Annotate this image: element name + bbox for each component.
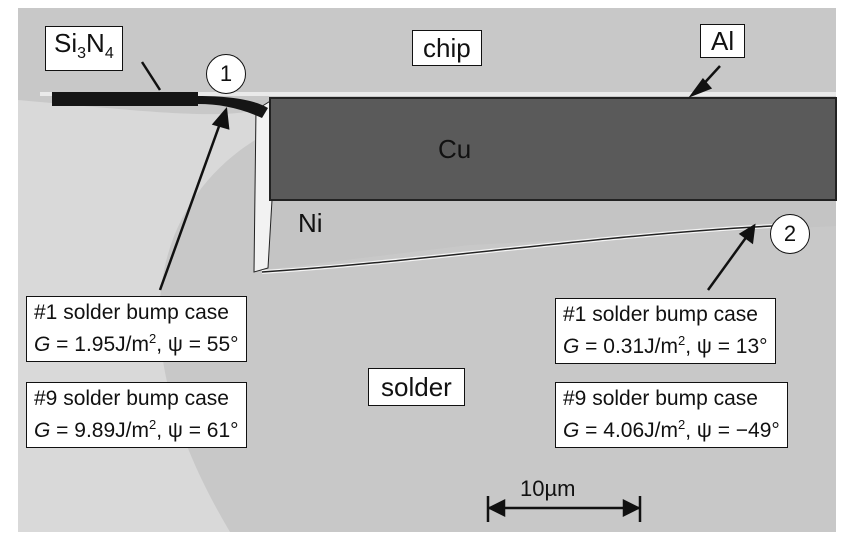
marker-1: 1 (206, 54, 246, 94)
g-symbol: G (563, 335, 580, 358)
case-title: #9 solder bump case (34, 387, 229, 410)
scale-label: 10µm (520, 476, 576, 501)
chip-label: chip (412, 30, 482, 66)
scale-right-arrowhead (622, 498, 641, 518)
si3n4-sub4: 4 (104, 45, 114, 63)
g-symbol: G (34, 333, 51, 356)
unit-exponent: 2 (148, 331, 157, 346)
unit-exponent: 2 (677, 417, 686, 432)
marker2-arrow (706, 231, 752, 291)
g-symbol: G (563, 419, 580, 442)
case-title: #1 solder bump case (563, 303, 758, 326)
case-title: #9 solder bump case (563, 387, 758, 410)
marker2-arrowhead (738, 223, 756, 245)
case-values: G = 4.06J/m2, ψ = −49° (563, 412, 780, 444)
si3n4-label: Si3N4 (45, 26, 123, 72)
cu-layer (269, 97, 837, 201)
si3n4-sub3: 3 (77, 45, 87, 63)
si3n4-si: Si (54, 28, 78, 58)
psi-value: , ψ = 13° (685, 335, 768, 358)
g-value: = 4.06J/m (579, 419, 678, 442)
marker-2: 2 (770, 214, 810, 254)
scale-bar (486, 496, 642, 522)
interface-line (261, 225, 773, 273)
marker1-arrowhead (211, 107, 230, 130)
psi-value: , ψ = 61° (156, 419, 239, 442)
cu-label: Cu (438, 134, 472, 164)
case-left-1: #1 solder bump case G = 1.95J/m2, ψ = 55… (26, 296, 247, 362)
marker1-arrow (158, 117, 224, 291)
al-arrowhead (688, 78, 713, 98)
g-value: = 9.89J/m (50, 419, 149, 442)
passivation-layer (52, 92, 198, 106)
g-value: = 0.31J/m (579, 335, 678, 358)
g-value: = 1.95J/m (50, 333, 149, 356)
case-right-1: #1 solder bump case G = 0.31J/m2, ψ = 13… (555, 298, 776, 364)
passivation-tip (198, 96, 268, 118)
case-values: G = 9.89J/m2, ψ = 61° (34, 412, 239, 444)
unit-exponent: 2 (677, 333, 686, 348)
si3n4-arrow (140, 61, 162, 91)
case-left-9: #9 solder bump case G = 9.89J/m2, ψ = 61… (26, 382, 247, 448)
psi-value: , ψ = 55° (156, 333, 239, 356)
solder-label: solder (368, 368, 465, 406)
si3n4-n: N (86, 28, 105, 58)
case-values: G = 1.95J/m2, ψ = 55° (34, 326, 239, 358)
ni-label: Ni (298, 208, 323, 238)
al-layer (40, 92, 836, 96)
case-values: G = 0.31J/m2, ψ = 13° (563, 328, 768, 360)
pointer-arrows (140, 61, 756, 291)
psi-value: , ψ = −49° (685, 419, 780, 442)
al-label: Al (700, 24, 746, 58)
case-right-9: #9 solder bump case G = 4.06J/m2, ψ = −4… (555, 382, 788, 448)
g-symbol: G (34, 419, 51, 442)
unit-exponent: 2 (148, 417, 157, 432)
case-title: #1 solder bump case (34, 301, 229, 324)
scale-left-arrowhead (487, 498, 506, 518)
